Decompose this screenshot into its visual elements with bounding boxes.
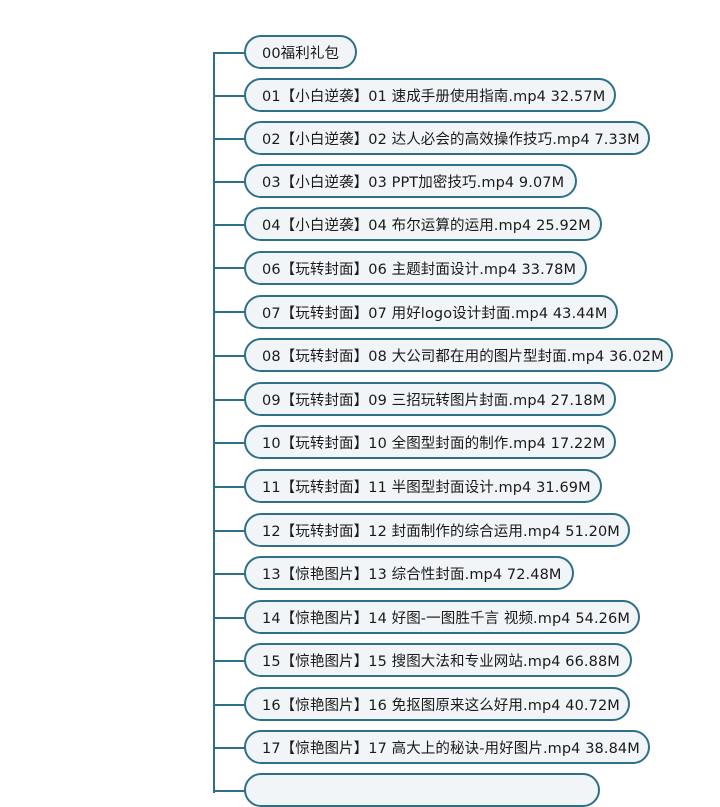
mindmap-node-15[interactable]: 15【惊艳图片】15 搜图大法和专业网站.mp4 66.88M [244,643,632,677]
connector-line [213,660,245,662]
mindmap-node-09[interactable]: 09【玩转封面】09 三招玩转图片封面.mp4 27.18M [244,382,616,416]
connector-line [213,355,245,357]
connector-line [213,311,245,313]
connector-line [213,704,245,706]
mindmap-node-16[interactable]: 16【惊艳图片】16 免抠图原来这么好用.mp4 40.72M [244,687,630,721]
mindmap-node-12[interactable]: 12【玩转封面】12 封面制作的综合运用.mp4 51.20M [244,513,630,547]
mindmap-node-06[interactable]: 06【玩转封面】06 主题封面设计.mp4 33.78M [244,251,587,285]
mindmap: 00福利礼包 01【小白逆袭】01 速成手册使用指南.mp4 32.57M 02… [213,35,673,807]
mindmap-node-03[interactable]: 03【小白逆袭】03 PPT加密技巧.mp4 9.07M [244,164,577,198]
mindmap-node-08[interactable]: 08【玩转封面】08 大公司都在用的图片型封面.mp4 36.02M [244,338,673,372]
mindmap-node-17[interactable]: 17【惊艳图片】17 高大上的秘诀-用好图片.mp4 38.84M [244,730,650,764]
mindmap-node-00[interactable]: 00福利礼包 [244,35,357,69]
connector-line [213,399,245,401]
connector-line [213,573,245,575]
connector-line [213,486,245,488]
connector-line [213,617,245,619]
mindmap-spine-line [213,53,215,793]
connector-line [213,267,245,269]
connector-line [213,52,245,54]
mindmap-node-02[interactable]: 02【小白逆袭】02 达人必会的高效操作技巧.mp4 7.33M [244,121,650,155]
connector-line [213,747,245,749]
mindmap-node-13[interactable]: 13【惊艳图片】13 综合性封面.mp4 72.48M [244,556,574,590]
connector-line [213,138,245,140]
connector-line [213,442,245,444]
mindmap-node-11[interactable]: 11【玩转封面】11 半图型封面设计.mp4 31.69M [244,469,602,503]
mindmap-node-10[interactable]: 10【玩转封面】10 全图型封面的制作.mp4 17.22M [244,425,616,459]
connector-line [213,530,245,532]
mindmap-node-01[interactable]: 01【小白逆袭】01 速成手册使用指南.mp4 32.57M [244,78,616,112]
connector-line [213,790,245,792]
connector-line [213,224,245,226]
mindmap-node-04[interactable]: 04【小白逆袭】04 布尔运算的运用.mp4 25.92M [244,207,602,241]
mindmap-node-14[interactable]: 14【惊艳图片】14 好图-一图胜千言 视频.mp4 54.26M [244,600,640,634]
mindmap-node-07[interactable]: 07【玩转封面】07 用好logo设计封面.mp4 43.44M [244,295,618,329]
connector-line [213,95,245,97]
mindmap-node-next-partial[interactable] [244,773,600,807]
connector-line [213,181,245,183]
